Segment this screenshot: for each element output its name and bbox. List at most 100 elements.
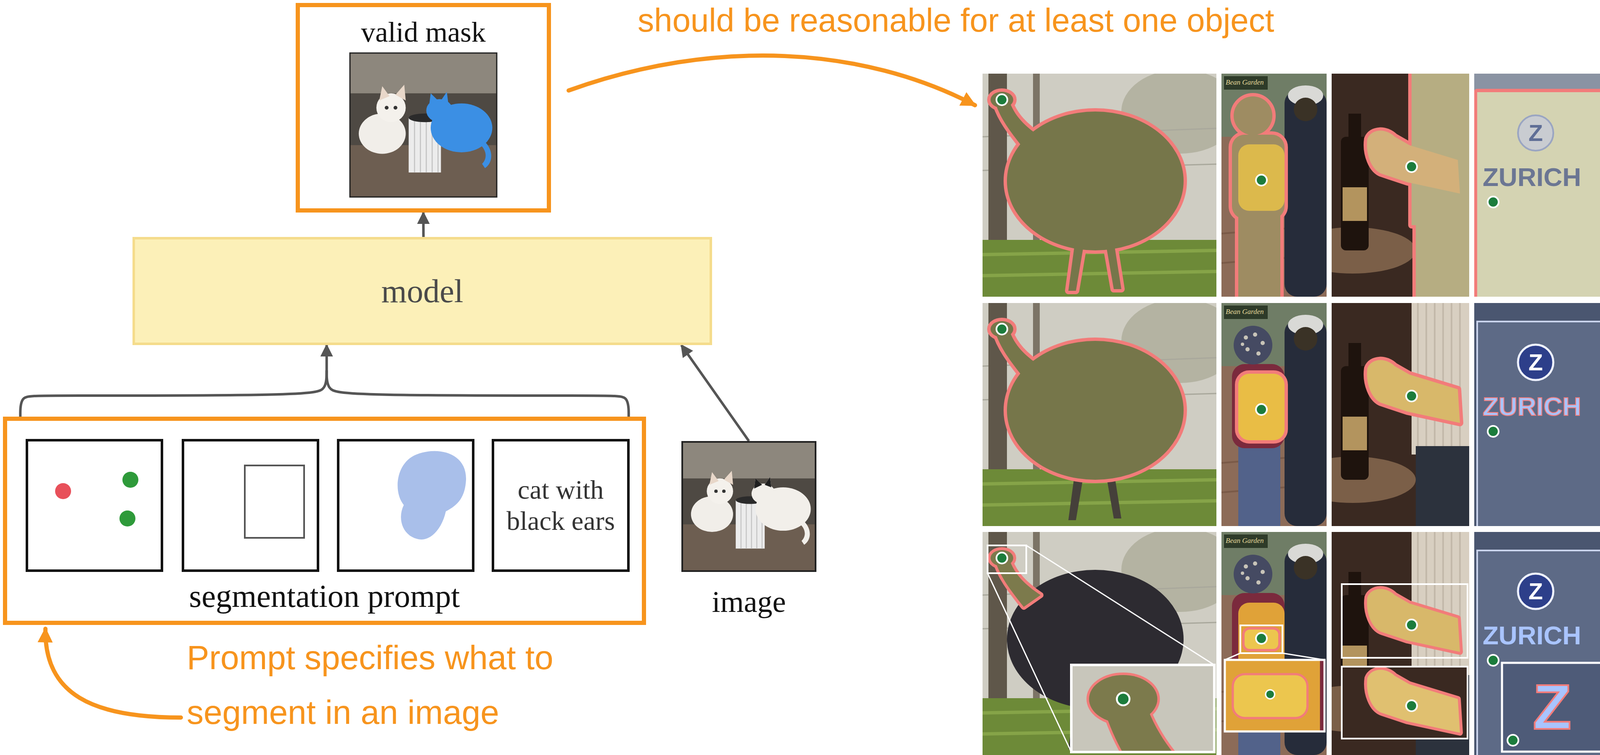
example-photo	[1221, 302, 1327, 526]
example-photo	[987, 545, 1027, 573]
example-photo	[1474, 531, 1600, 755]
example-photo	[982, 73, 1217, 297]
example-photo	[1406, 619, 1418, 631]
example-photo	[1331, 531, 1470, 755]
connector-arrow	[422, 212, 425, 237]
example-photo	[1221, 73, 1327, 297]
logo-letter: Z	[1518, 345, 1553, 379]
example-photo	[1487, 654, 1499, 666]
example-photo	[1221, 73, 1327, 297]
example-photo	[1255, 632, 1267, 644]
logo-letter: Z	[1518, 574, 1553, 608]
example-photo	[1238, 373, 1285, 440]
example-photo	[1474, 302, 1600, 526]
example-photo	[1474, 302, 1600, 526]
example-photo	[1238, 373, 1285, 440]
example-photo	[1341, 666, 1468, 739]
label-slot: ZURICH	[1482, 164, 1582, 191]
sign-text: ZURICH	[1482, 164, 1582, 191]
node-label: segmentation prompt	[189, 578, 461, 614]
example-photo	[1240, 625, 1283, 653]
example-photo	[1366, 669, 1460, 733]
mask-prompt-panel	[397, 450, 467, 540]
mask-prompt-panel	[338, 439, 474, 571]
example-photo	[1331, 302, 1470, 526]
example-photo	[1224, 659, 1325, 732]
example-photo	[1006, 111, 1184, 251]
annotation-arrow	[45, 628, 181, 718]
example-photo	[1221, 302, 1327, 526]
example-photo	[1406, 161, 1418, 173]
label-slot: Z	[1518, 345, 1553, 379]
input-image-photo	[683, 442, 815, 570]
example-photo	[982, 531, 1217, 755]
example-photo	[1221, 531, 1327, 755]
connector-arrow	[20, 344, 327, 417]
example-photo	[1255, 403, 1267, 415]
sign-text: ZURICH	[1482, 622, 1582, 649]
example-photo	[1006, 111, 1184, 251]
example-photo	[1071, 664, 1215, 752]
example-photo	[1487, 425, 1499, 437]
output-mask-image	[426, 91, 493, 168]
example-photo	[1501, 662, 1600, 752]
example-photo	[1474, 73, 1600, 297]
model-box: model	[132, 236, 713, 345]
node-label: valid mask	[360, 16, 486, 48]
example-photo	[996, 94, 1008, 106]
zoomed-letter: Z	[1520, 672, 1584, 741]
example-photo	[1331, 612, 1470, 755]
input-image-photo	[751, 476, 811, 545]
connector-arrow	[681, 344, 750, 441]
example-photo	[1366, 73, 1470, 297]
example-photo	[1366, 73, 1470, 297]
sign-text: Bean Garden	[1225, 536, 1264, 545]
example-photo	[990, 91, 1184, 291]
example-photo	[1366, 130, 1460, 194]
example-photo	[1068, 241, 1122, 291]
example-photo	[1487, 196, 1499, 208]
example-photo	[982, 302, 1217, 526]
example-photo	[1006, 340, 1184, 480]
label-slot: Bean Garden	[1225, 78, 1264, 87]
example-photo	[996, 552, 1008, 564]
label-slot: ZURICH	[1482, 393, 1582, 420]
example-photo	[1331, 73, 1470, 297]
box-prompt-panel	[182, 439, 318, 571]
logo-letter: Z	[1518, 116, 1553, 150]
output-mask-image	[349, 52, 497, 197]
example-photo	[1366, 588, 1460, 652]
text-prompt-panel: cat with black ears	[491, 438, 630, 572]
output-mask-image	[349, 52, 497, 197]
annotation-text: should be reasonable for at least one ob…	[637, 1, 1275, 40]
example-photo	[982, 302, 1217, 526]
output-mask-image	[349, 52, 497, 197]
label-slot: Prompt specifies what to segment in an i…	[186, 630, 612, 740]
example-photo	[1331, 302, 1470, 526]
label-slot: Bean Garden	[1225, 307, 1264, 316]
example-photo	[990, 91, 1184, 291]
example-photo	[1477, 92, 1600, 297]
node-label: image	[712, 585, 787, 619]
point-prompt-panel	[55, 482, 72, 499]
box-prompt-panel	[244, 465, 305, 538]
example-photo	[990, 320, 1184, 480]
example-photo	[982, 73, 1217, 297]
label-slot: Z	[1518, 574, 1553, 608]
input-image-photo	[683, 442, 815, 570]
prompt-group-box: segmentation prompt cat with black ears	[2, 416, 647, 625]
example-photo	[1116, 692, 1130, 705]
sign-text: Bean Garden	[1225, 78, 1264, 87]
label-slot: ZURICH	[1482, 622, 1582, 649]
example-photo	[1366, 588, 1460, 652]
example-photo	[1238, 144, 1285, 211]
example-photo	[1221, 531, 1327, 755]
point-prompt-panel	[26, 439, 162, 571]
example-photo	[1366, 669, 1460, 733]
example-photo	[1477, 92, 1600, 297]
example-photo	[1331, 73, 1470, 297]
example-photo	[1221, 617, 1320, 755]
example-photo	[1064, 620, 1217, 755]
point-prompt-panel	[119, 510, 136, 527]
